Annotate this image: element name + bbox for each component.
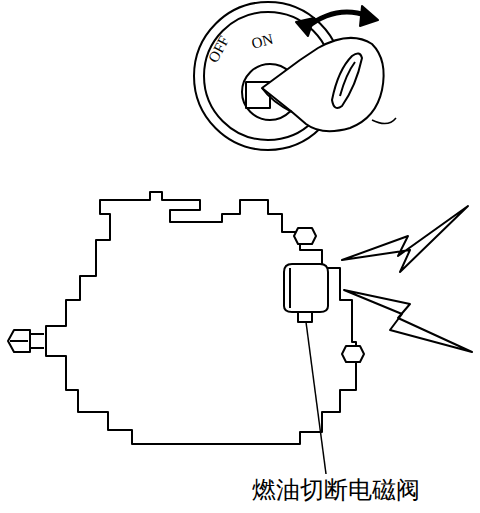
key [262,38,396,131]
injection-pump [8,192,364,444]
part-label: 燃油切断电磁阀 [252,478,420,502]
fuel-cut-solenoid [284,264,328,322]
leader-line [306,322,326,474]
click-symbol [342,206,472,352]
rotation-arrow [296,6,378,36]
